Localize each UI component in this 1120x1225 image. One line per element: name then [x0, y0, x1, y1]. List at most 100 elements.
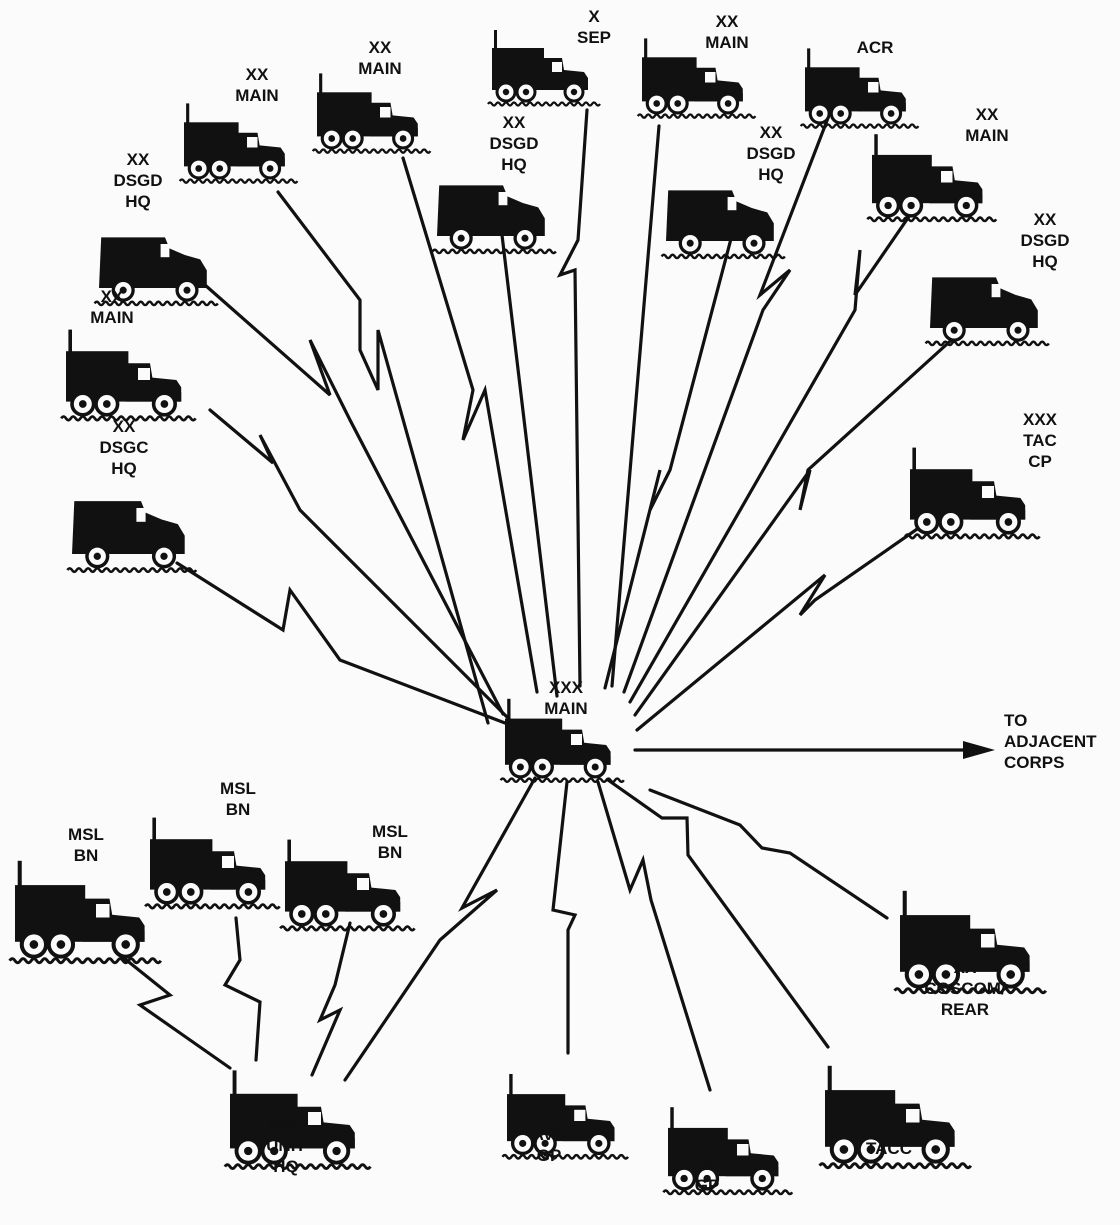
van-icon-xx-dsgd-hq-2: [431, 185, 557, 255]
label-line: MAIN: [90, 308, 133, 327]
link-msl-bn-2: [222, 916, 262, 1062]
link-xx-main-5: [628, 213, 912, 704]
label-line: DSGC: [99, 438, 148, 457]
label-line: MAIN: [235, 86, 278, 105]
label-line: XX: [101, 287, 124, 306]
label-line: DSGD: [489, 134, 538, 153]
link-xx-coscom-rear: [648, 788, 889, 920]
link-xx-main-1: [276, 190, 490, 725]
label-line: GP: [695, 1176, 720, 1195]
label-xx-dsgd-hq-1: XX DSGD HQ: [113, 150, 162, 211]
label-line: DSGD: [1020, 231, 1069, 250]
label-line: HQ: [111, 459, 137, 478]
link-xx-main-4: [208, 408, 514, 724]
link-ada-gp: [596, 780, 712, 1092]
label-line: CP: [1028, 452, 1052, 471]
label-line: AVN: [532, 1125, 567, 1144]
label-line: MAIN: [358, 59, 401, 78]
truck-icon-x-sep: [487, 30, 601, 107]
van-icon-xx-dsgd-hq-3: [660, 190, 786, 260]
link-acr: [622, 116, 830, 694]
label-xx-dsgd-hq-2: XX DSGD HQ: [489, 113, 538, 174]
label-line: HQ: [1032, 252, 1058, 271]
label-line: XX: [246, 65, 269, 84]
label-line: XX: [976, 105, 999, 124]
label-line: XX: [503, 113, 526, 132]
truck-icon-xx-main-1: [178, 103, 299, 184]
label-line: XX: [1034, 210, 1057, 229]
truck-icon-xx-main-3: [636, 38, 757, 119]
truck-icon-xx-coscom-rear: [893, 890, 1048, 995]
label-line: XX: [369, 38, 392, 57]
label-hub: XXX MAIN: [544, 678, 587, 718]
label-x-sep: X SEP: [577, 7, 611, 47]
label-line: DSGD: [746, 144, 795, 163]
label-line: CORPS: [1004, 753, 1064, 772]
link-msl-bn-1: [118, 953, 232, 1070]
label-xx-main-5: XX MAIN: [965, 105, 1008, 145]
label-xx-main-2: XX MAIN: [358, 38, 401, 78]
label-line: DSGD: [113, 171, 162, 190]
label-line: X: [588, 7, 600, 26]
truck-icon-msl-bn-3: [279, 839, 416, 932]
link-x-sep: [556, 108, 589, 688]
label-line: HQ: [125, 192, 151, 211]
label-line: ADJACENT: [1004, 732, 1097, 751]
van-icon-xx-dsgd-hq-4: [924, 277, 1050, 347]
truck-icon-tacc: [818, 1065, 973, 1170]
arrowhead: [963, 741, 995, 759]
label-line: TO: [1004, 711, 1027, 730]
label-acr: ACR: [857, 38, 894, 57]
label-line: HQ: [501, 155, 527, 174]
link-xx-dsgd-hq-1: [203, 283, 505, 716]
truck-icon-xx-main-2: [311, 73, 432, 154]
label-line: MAIN: [965, 126, 1008, 145]
link-xx-dsgd-hq-2: [500, 233, 559, 698]
label-line: MSL: [268, 1115, 304, 1134]
label-line: GP: [537, 1146, 562, 1165]
truck-icon-acr: [799, 48, 920, 129]
link-xx-dsgd-hq-4: [633, 333, 959, 717]
label-line: XXX: [549, 678, 584, 697]
truck-icon-xx-main-4: [60, 329, 197, 422]
label-line: UNIT: [266, 1136, 306, 1155]
label-line: XX: [954, 958, 977, 977]
label-xx-coscom-rear: XX COSCOM/REAR: [924, 958, 1006, 1019]
truck-icon-hub: [499, 698, 625, 784]
label-line: TACC: [866, 1139, 912, 1158]
label-msl-bn-2: MSL BN: [220, 779, 256, 819]
van-icon-xx-dsgd-hq-1: [93, 237, 219, 307]
label-line: MAIN: [544, 699, 587, 718]
truck-icon-msl-unit-hq: [223, 1070, 372, 1170]
label-xx-main-1: XX MAIN: [235, 65, 278, 105]
radio-links: [118, 108, 995, 1092]
link-xx-dsgd-hq-3: [603, 233, 734, 690]
label-line: MSL: [68, 825, 104, 844]
label-msl-unit-hq: MSL UNIT HQ: [266, 1115, 306, 1176]
label-line: XX: [127, 150, 150, 169]
link-xxx-tac-cp: [635, 523, 925, 732]
vehicles: [8, 30, 1050, 1196]
label-line: XX: [716, 12, 739, 31]
truck-icon-xx-main-5: [866, 134, 998, 223]
truck-icon-msl-bn-1: [8, 860, 163, 965]
label-xx-main-4: XX MAIN: [90, 287, 133, 327]
label-line: COSCOM/: [924, 979, 1006, 998]
label-tacc: TACC: [866, 1139, 912, 1158]
label-line: XX: [760, 123, 783, 142]
label-line: MSL: [220, 779, 256, 798]
label-line: SEP: [577, 28, 611, 47]
label-line: HQ: [273, 1157, 299, 1176]
link-msl-unit-hq: [343, 776, 537, 1082]
link-xx-main-2: [401, 156, 539, 694]
label-line: REAR: [941, 1000, 989, 1019]
label-line: XXX: [1023, 410, 1058, 429]
label-line: BN: [226, 800, 251, 819]
link-tacc: [606, 778, 830, 1049]
